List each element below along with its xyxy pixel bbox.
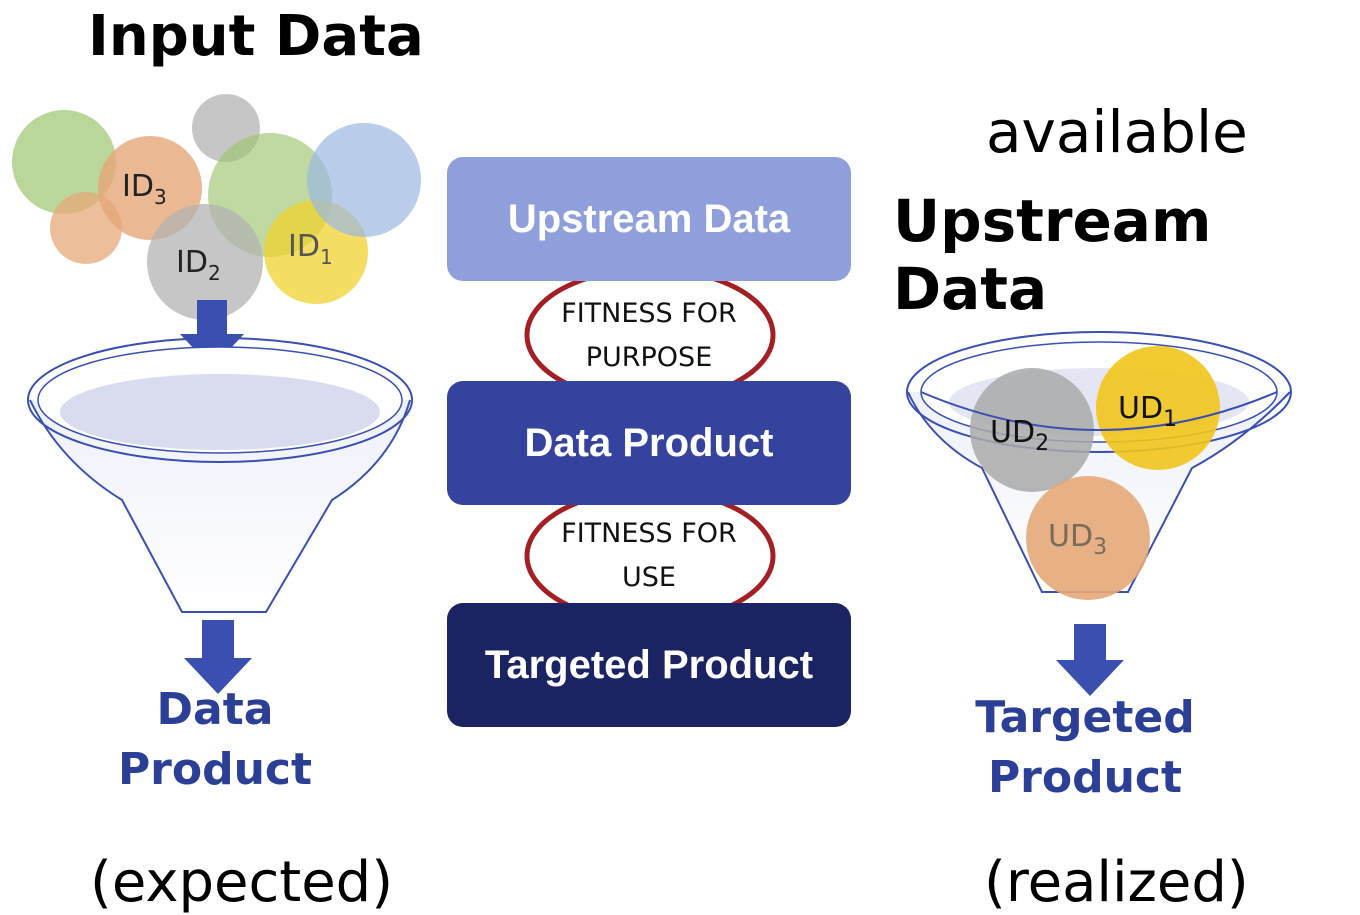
stage-upstream-data: Upstream Data [447,157,851,281]
left-output-label: Data Product [110,680,320,800]
fitness-purpose-line2: PURPOSE [585,342,713,373]
bubble-label-id2: ID2 [176,245,221,285]
upstream-data-title: Upstream Data [893,187,1212,323]
input-data-title: Input Data [88,4,424,69]
bubble-label-id3: ID3 [122,169,167,209]
stage-targeted-product: Targeted Product [447,603,851,727]
bubble-label-ud2: UD2 [990,415,1049,456]
left-funnel-icon [27,337,413,613]
right-output-line2: Product [987,752,1183,803]
left-output-line1: Data [156,684,274,735]
available-label: available [986,98,1248,166]
bubble-ud3 [1026,476,1150,600]
realized-caption: (realized) [984,850,1249,915]
fitness-purpose-line1: FITNESS FOR [561,298,737,329]
bubble-blue [307,123,421,237]
right-arrow-icon [1056,624,1124,696]
fitness-use-line1: FITNESS FOR [561,518,737,549]
expected-caption: (expected) [90,850,394,915]
bubble-label-id1: ID1 [288,229,333,269]
bubble-ud1 [1096,346,1220,470]
right-output-label: Targeted Product [970,688,1200,808]
left-bubble-cluster [12,94,421,320]
bubble-gray-id2 [147,204,263,320]
fitness-for-use-label: FITNESS FOR USE [524,512,774,600]
bubble-label-ud1: UD1 [1118,391,1177,432]
stage-data-product: Data Product [447,381,851,505]
right-output-line1: Targeted [975,692,1195,743]
right-funnel-rim-front [920,391,1278,431]
left-output-line2: Product [117,744,313,795]
fitness-for-purpose-label: FITNESS FOR PURPOSE [524,292,774,380]
fitness-use-line2: USE [622,562,676,593]
bubble-ud2 [970,368,1094,492]
bubble-green-large [12,110,116,214]
left-arrow-bottom-icon [184,620,252,694]
bubble-label-ud3: UD3 [1048,519,1107,560]
